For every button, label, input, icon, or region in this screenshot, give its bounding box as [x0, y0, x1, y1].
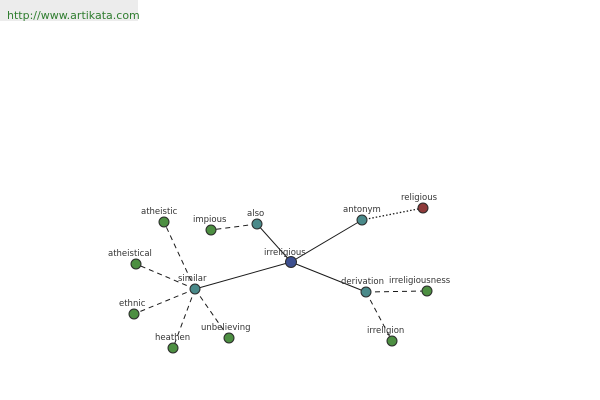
node-similar[interactable] [189, 283, 201, 295]
node-derivation[interactable] [360, 286, 372, 298]
site-banner: http://www.artikata.com [0, 0, 140, 22]
node-label-similar: similar [178, 274, 207, 284]
node-impious[interactable] [205, 224, 217, 236]
edge-similar-unbelieving [194, 288, 230, 339]
node-atheistic[interactable] [158, 216, 170, 228]
node-label-ethnic: ethnic [119, 299, 146, 309]
node-label-irreligiousness: irreligiousness [389, 276, 451, 286]
edges-layer [133, 207, 428, 349]
node-label-antonym: antonym [343, 205, 381, 215]
node-atheistical[interactable] [130, 258, 142, 270]
node-irreligious[interactable] [285, 256, 297, 268]
node-also[interactable] [251, 218, 263, 230]
edge-derivation-irreligiousness [365, 290, 428, 293]
labels-layer: irreligious also antonym similar derivation i… [108, 193, 451, 343]
node-label-irreligious: irreligious [264, 248, 306, 258]
node-label-derivation: derivation [341, 277, 384, 287]
node-label-unbelieving: unbelieving [201, 323, 251, 333]
node-irreligion[interactable] [386, 335, 398, 347]
edge-similar-heathen [172, 288, 196, 349]
edge-similar-ethnic [133, 288, 196, 315]
node-religious[interactable] [417, 202, 429, 214]
node-label-religious: religious [401, 193, 438, 203]
node-label-impious: impious [193, 215, 227, 225]
edge-also-impious [210, 223, 258, 231]
edge-irreligious-also [256, 223, 292, 263]
site-url-link[interactable]: http://www.artikata.com [7, 9, 140, 22]
node-irreligiousness[interactable] [421, 285, 433, 297]
edge-similar-atheistical [135, 263, 196, 290]
node-label-atheistic: atheistic [141, 207, 178, 217]
node-heathen[interactable] [167, 342, 179, 354]
edge-similar-atheistic [163, 221, 196, 290]
edge-irreligious-derivation [290, 261, 367, 293]
edge-irreligious-antonym [290, 219, 363, 263]
nodes-layer [128, 202, 433, 354]
node-label-irreligion: irreligion [367, 326, 404, 336]
node-unbelieving[interactable] [223, 332, 235, 344]
node-label-heathen: heathen [155, 333, 190, 343]
node-label-atheistical: atheistical [108, 249, 152, 259]
node-antonym[interactable] [356, 214, 368, 226]
node-label-also: also [247, 209, 264, 219]
edge-irreligious-similar [194, 261, 292, 290]
node-ethnic[interactable] [128, 308, 140, 320]
edge-derivation-irreligion [365, 291, 393, 342]
